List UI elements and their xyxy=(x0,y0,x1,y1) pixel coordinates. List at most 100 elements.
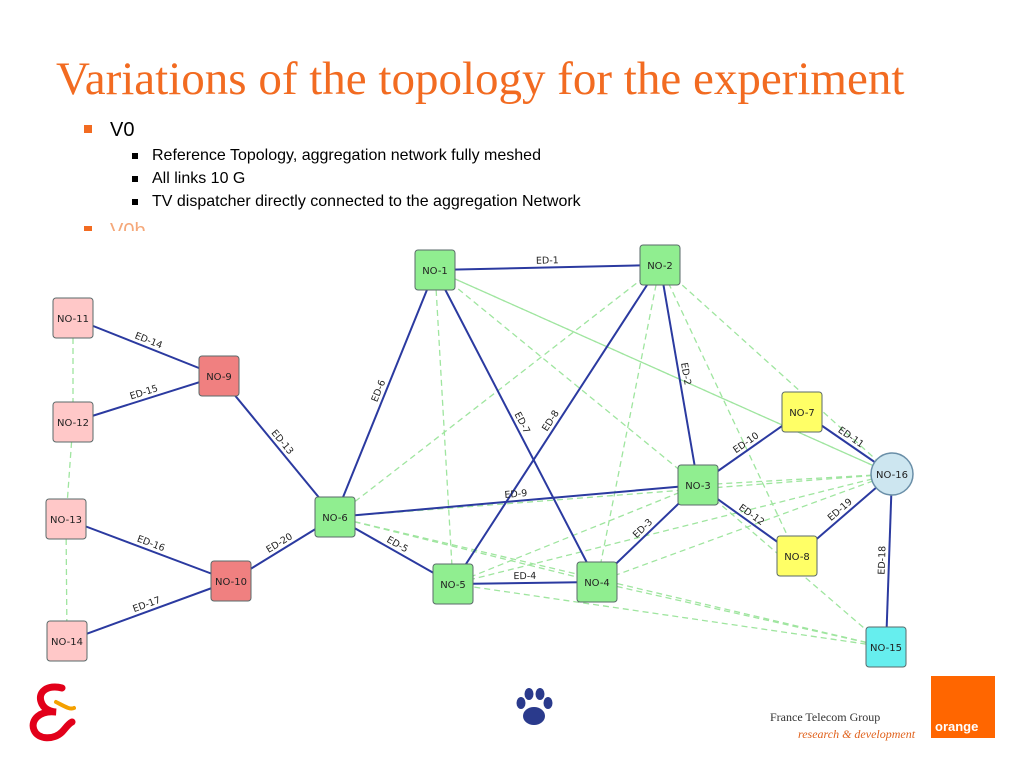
network-node[interactable]: NO-9 xyxy=(198,355,240,397)
network-node[interactable]: NO-14 xyxy=(46,620,88,662)
link-label: ED-2 xyxy=(678,362,693,386)
network-node[interactable]: NO-13 xyxy=(45,498,87,540)
network-node[interactable]: NO-7 xyxy=(781,391,823,433)
footer-company: France Telecom Group xyxy=(770,710,881,724)
physical-link xyxy=(434,269,598,583)
physical-link xyxy=(885,473,893,648)
link-label: ED-18 xyxy=(877,546,889,575)
link-label: ED-4 xyxy=(513,571,536,582)
node-shape xyxy=(781,391,823,433)
node-shape xyxy=(314,496,356,538)
virtual-link xyxy=(596,473,893,583)
node-label: NO-6 xyxy=(322,513,348,524)
network-node[interactable]: NO-11 xyxy=(52,297,94,339)
node-shape xyxy=(639,244,681,286)
network-node[interactable]: NO-4 xyxy=(576,561,618,603)
virtual-link xyxy=(452,473,893,585)
network-node[interactable]: NO-12 xyxy=(52,401,94,443)
network-node[interactable]: NO-10 xyxy=(210,560,252,602)
network-node[interactable]: NO-1 xyxy=(414,249,456,291)
sub-bullet: TV dispatcher directly connected to the … xyxy=(82,190,982,213)
node-shape xyxy=(677,464,719,506)
virtual-link xyxy=(434,269,893,475)
node-label: NO-14 xyxy=(51,637,83,648)
node-label: NO-8 xyxy=(784,552,810,563)
node-label: NO-3 xyxy=(685,481,711,492)
virtual-link xyxy=(659,264,798,557)
node-shape xyxy=(198,355,240,397)
node-shape xyxy=(865,626,907,668)
virtual-link xyxy=(596,581,887,648)
link-label: ED-9 xyxy=(504,488,528,501)
node-shape xyxy=(52,401,94,443)
node-shape xyxy=(432,563,474,605)
network-node[interactable]: NO-2 xyxy=(639,244,681,286)
bullet-marker xyxy=(84,125,92,133)
virtual-link xyxy=(434,269,699,486)
paw-icon xyxy=(512,686,556,735)
node-shape xyxy=(576,561,618,603)
ampersand-logo-icon xyxy=(26,682,76,747)
bullet-marker xyxy=(84,226,92,231)
physical-link xyxy=(434,264,661,271)
node-label: NO-16 xyxy=(876,470,908,481)
node-shape xyxy=(210,560,252,602)
node-label: NO-1 xyxy=(422,266,448,277)
sub-bullet-text: All links 10 G xyxy=(152,170,246,187)
network-node[interactable]: NO-16 xyxy=(870,452,914,496)
node-shape xyxy=(414,249,456,291)
node-label: NO-15 xyxy=(870,643,902,654)
bullet-v0b-label: V0b xyxy=(110,220,146,231)
virtual-link xyxy=(334,516,598,583)
physical-link xyxy=(72,375,220,423)
physical-link xyxy=(72,317,220,377)
physical-link xyxy=(66,580,232,642)
orange-logo-text: orange xyxy=(935,719,979,734)
sub-bullet: Reference Topology, aggregation network … xyxy=(82,144,982,167)
physical-link xyxy=(452,264,661,585)
network-node[interactable]: NO-15 xyxy=(865,626,907,668)
node-shape xyxy=(870,452,914,496)
sub-bullet-marker xyxy=(132,153,138,159)
sub-bullet: All links 10 G xyxy=(82,167,982,190)
physical-link xyxy=(334,484,699,518)
network-node[interactable]: NO-3 xyxy=(677,464,719,506)
network-node[interactable]: NO-8 xyxy=(776,535,818,577)
physical-link xyxy=(659,264,699,486)
bullet-v0b-partial: V0b xyxy=(82,217,202,231)
node-label: NO-7 xyxy=(789,408,815,419)
node-label: NO-11 xyxy=(57,314,89,325)
sub-bullet-text: Reference Topology, aggregation network … xyxy=(152,147,541,164)
bullet-list: V0 Reference Topology, aggregation netwo… xyxy=(82,116,982,213)
node-label: NO-2 xyxy=(647,261,673,272)
virtual-link xyxy=(334,473,893,518)
virtual-link xyxy=(434,269,454,585)
footer-division: research & development xyxy=(798,727,916,741)
node-label: NO-12 xyxy=(57,418,89,429)
node-shape xyxy=(52,297,94,339)
physical-link xyxy=(452,581,598,585)
sub-bullet-marker xyxy=(132,199,138,205)
virtual-link xyxy=(659,264,893,475)
physical-link xyxy=(218,375,336,518)
virtual-link xyxy=(452,484,699,585)
link-label: ED-1 xyxy=(536,255,559,267)
virtual-links xyxy=(65,264,893,648)
sub-bullet-marker xyxy=(132,176,138,182)
physical-link xyxy=(334,269,436,518)
physical-link xyxy=(65,518,232,582)
node-label: NO-5 xyxy=(440,580,466,591)
slide-title: Variations of the topology for the exper… xyxy=(56,53,905,105)
virtual-link xyxy=(452,583,887,648)
node-label: NO-13 xyxy=(50,515,82,526)
bullet-v0-label: V0 xyxy=(110,119,135,141)
node-shape xyxy=(46,620,88,662)
node-label: NO-4 xyxy=(584,578,610,589)
virtual-link xyxy=(596,264,661,583)
network-node[interactable]: NO-6 xyxy=(314,496,356,538)
virtual-link xyxy=(697,473,893,486)
network-node[interactable]: NO-5 xyxy=(432,563,474,605)
orange-logo: orange xyxy=(931,676,995,738)
